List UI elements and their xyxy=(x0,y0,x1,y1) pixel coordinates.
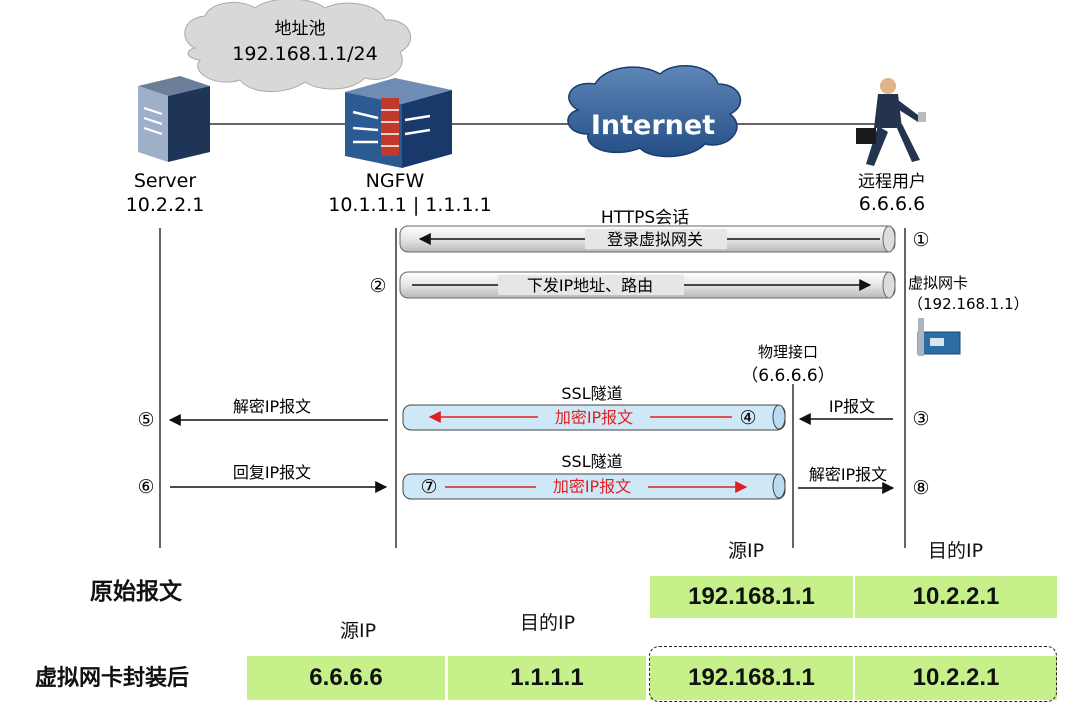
firewall-icon xyxy=(345,78,452,168)
original-dst-cell: 10.2.2.1 xyxy=(855,576,1057,618)
https-session-label: HTTPS会话 xyxy=(601,208,689,228)
virtual-nic-label: 虚拟网卡 xyxy=(908,274,968,292)
address-pool-cloud xyxy=(184,0,412,93)
step5-number: ⑤ xyxy=(137,409,154,431)
inner-packet-outline xyxy=(649,646,1057,702)
step3-label: IP报文 xyxy=(829,397,875,416)
step4-number: ④ xyxy=(739,407,756,429)
encap-outer-dst-cell: 1.1.1.1 xyxy=(448,656,646,700)
internet-label: Internet xyxy=(591,110,715,141)
encap-inner-dst-cell: 10.2.2.1 xyxy=(855,656,1057,700)
step4-label: 加密IP报文 xyxy=(555,408,633,427)
physical-interface-ip: （6.6.6.6） xyxy=(741,366,834,386)
remote-user-name: 远程用户 xyxy=(858,172,926,192)
server-name: Server xyxy=(134,170,196,192)
step8-label: 解密IP报文 xyxy=(809,465,887,484)
server-icon xyxy=(138,76,210,162)
header-src-ip-top: 源IP xyxy=(728,540,765,562)
server-ip: 10.2.2.1 xyxy=(126,194,205,216)
step8-number: ⑧ xyxy=(912,477,929,499)
ngfw-ip: 10.1.1.1 | 1.1.1.1 xyxy=(328,194,492,216)
row-encap-label: 虚拟网卡封装后 xyxy=(35,666,190,691)
step6-number: ⑥ xyxy=(137,476,154,498)
step2-label: 下发IP地址、路由 xyxy=(527,276,653,295)
step3-number: ③ xyxy=(912,408,929,430)
encap-inner-src-cell: 192.168.1.1 xyxy=(650,656,853,700)
internet-cloud-icon xyxy=(567,65,742,158)
step1-label: 登录虚拟网关 xyxy=(607,230,703,249)
ngfw-name: NGFW xyxy=(366,170,425,192)
step1-label-bg xyxy=(585,229,727,249)
network-card-icon xyxy=(917,318,961,356)
row-original-label: 原始报文 xyxy=(90,579,182,605)
remote-user-ip: 6.6.6.6 xyxy=(859,193,925,215)
pool-subnet: 192.168.1.1/24 xyxy=(232,43,377,65)
header-dst-ip-bottom: 目的IP xyxy=(520,612,576,634)
step2-label-bg xyxy=(498,275,684,295)
pool-title: 地址池 xyxy=(275,19,326,39)
step6-label: 回复IP报文 xyxy=(233,463,311,482)
physical-interface-label: 物理接口 xyxy=(758,343,818,361)
original-src-cell: 192.168.1.1 xyxy=(650,576,853,618)
step7-label: 加密IP报文 xyxy=(553,477,631,496)
encap-outer-src-cell: 6.6.6.6 xyxy=(247,656,445,700)
header-dst-ip-top: 目的IP xyxy=(928,540,984,562)
step5-label: 解密IP报文 xyxy=(233,397,311,416)
step2-number: ② xyxy=(369,275,386,297)
ssl-tunnel-label-1: SSL隧道 xyxy=(561,384,622,403)
step7-number: ⑦ xyxy=(420,476,437,498)
step1-number: ① xyxy=(912,229,929,251)
step7-label-bg xyxy=(536,477,648,497)
step4-label-bg xyxy=(538,408,650,428)
remote-user-icon xyxy=(856,78,926,166)
header-src-ip-bottom: 源IP xyxy=(340,620,377,642)
virtual-nic-ip: （192.168.1.1） xyxy=(908,295,1029,313)
ssl-tunnel-label-2: SSL隧道 xyxy=(561,452,622,471)
diagram-canvas: 地址池 192.168.1.1/24 Server 10.2.2.1 NGFW … xyxy=(126,0,1029,548)
